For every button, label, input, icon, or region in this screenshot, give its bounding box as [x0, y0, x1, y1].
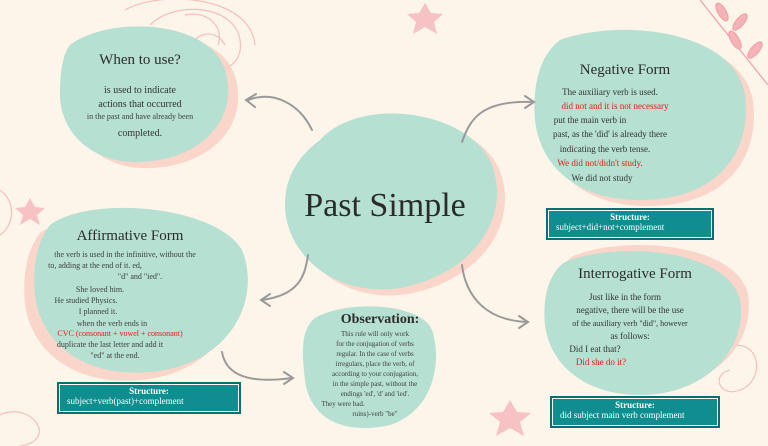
interrogative-line: negative, there will be the use [576, 305, 684, 315]
arrowhead-interrogative [518, 315, 530, 329]
negative-structure-box: Structure: subject+did+not+complement [546, 208, 714, 240]
observation-blob [302, 306, 436, 428]
interrogative-line: Did I eat that? [569, 344, 621, 354]
observation-line: in the simple past, without the [332, 380, 418, 388]
affirmative-line: He studied Physics. [54, 296, 118, 305]
interrogative-line: Did she do it? [575, 357, 627, 367]
negative-line: The auxiliary verb is used. [562, 87, 658, 97]
when-to-use-line: actions that occurred [98, 99, 182, 110]
negative-line: We did not study [571, 173, 633, 183]
negative-structure-body: subject+did+not+complement [556, 222, 665, 232]
observation-line: for the conjugation of verbs [336, 340, 414, 348]
arrowhead-negative [524, 95, 536, 109]
interrogative-line: of the auxiliary verb "did", however [572, 319, 688, 328]
affirmative-structure-heading: Structure: [129, 386, 169, 396]
negative-blob [534, 29, 746, 200]
affirmative-line: "d" and "ied". [117, 272, 163, 281]
when-to-use-blob [60, 26, 229, 163]
negative-line: did not and it is not necessary [561, 101, 669, 111]
observation-line: regular. In the case of verbs [336, 350, 414, 358]
observation-line: This rule will only work [340, 330, 410, 338]
when-to-use-line: is used to indicate [104, 85, 176, 96]
negative-line: We did not/didn't study. [557, 158, 643, 168]
affirmative-blob [34, 207, 248, 373]
arrow-to-interrogative [461, 264, 528, 323]
when-to-use-line: completed. [117, 128, 163, 139]
observation-line: according to your conjugation, [332, 370, 418, 378]
swirl-decoration [0, 189, 758, 446]
arrowhead-when-to-use [244, 93, 257, 108]
negative-structure-heading: Structure: [610, 212, 650, 222]
affirmative-line: CVC (consonant + vowel + consonant) [57, 329, 183, 338]
when-to-use-title: When to use? [99, 52, 181, 68]
affirmative-structure-body: subject+verb(past)+complement [67, 396, 184, 406]
observation-title: Observation: [340, 312, 420, 327]
pink-swirl-decoration [124, 0, 256, 70]
arrow-to-when-to-use [247, 95, 313, 131]
interrogative-structure-heading: Structure: [615, 400, 655, 410]
when-to-use-line: in the past and have already been [86, 112, 194, 121]
interrogative-blob [544, 250, 741, 395]
interrogative-structure-box: Structure: did subject main verb complem… [550, 396, 720, 428]
affirmative-line: duplicate the last letter and add it [56, 340, 164, 349]
negative-line: put the main verb in [553, 115, 627, 125]
affirmative-line: She loved him. [75, 285, 125, 294]
affirmative-line: "ed" at the end. [90, 351, 140, 360]
interrogative-line: as follows: [610, 331, 650, 341]
observation-line: They were bad. [321, 400, 365, 408]
arrow-to-negative [461, 100, 534, 143]
branch-decoration [699, 0, 768, 86]
arrowhead-affirmative [259, 293, 271, 307]
negative-title: Negative Form [579, 62, 671, 78]
interrogative-line: Just like in the form [589, 292, 661, 302]
affirmative-line: the verb is used in the infinitive, with… [54, 250, 196, 259]
affirmative-line: I planned it. [78, 307, 118, 316]
interrogative-structure-body: did subject main verb complement [560, 410, 685, 420]
observation-line: irregulars, place the verb, of [335, 360, 415, 368]
arrow-to-affirmative [261, 254, 309, 301]
observation-line: endings 'ed', 'd' and 'ied'. [340, 390, 410, 398]
affirmative-line: when the verb ends in [76, 319, 148, 328]
interrogative-title: Interrogative Form [578, 266, 692, 282]
negative-line: past, as the 'did' is already there [553, 129, 667, 139]
affirmative-title: Affirmative Form [76, 228, 184, 244]
center-title: Past Simple [304, 187, 466, 224]
negative-line: indicating the verb tense. [559, 144, 651, 154]
arrow-to-observation [221, 351, 293, 381]
affirmative-structure-box: Structure: subject+verb(past)+complement [57, 382, 241, 414]
arrowhead-observation [283, 371, 295, 385]
observation-line: ruins)-verb "be" [352, 410, 398, 418]
center-blob [285, 113, 497, 290]
affirmative-line: to, adding at the end of it. ed, [48, 261, 142, 270]
